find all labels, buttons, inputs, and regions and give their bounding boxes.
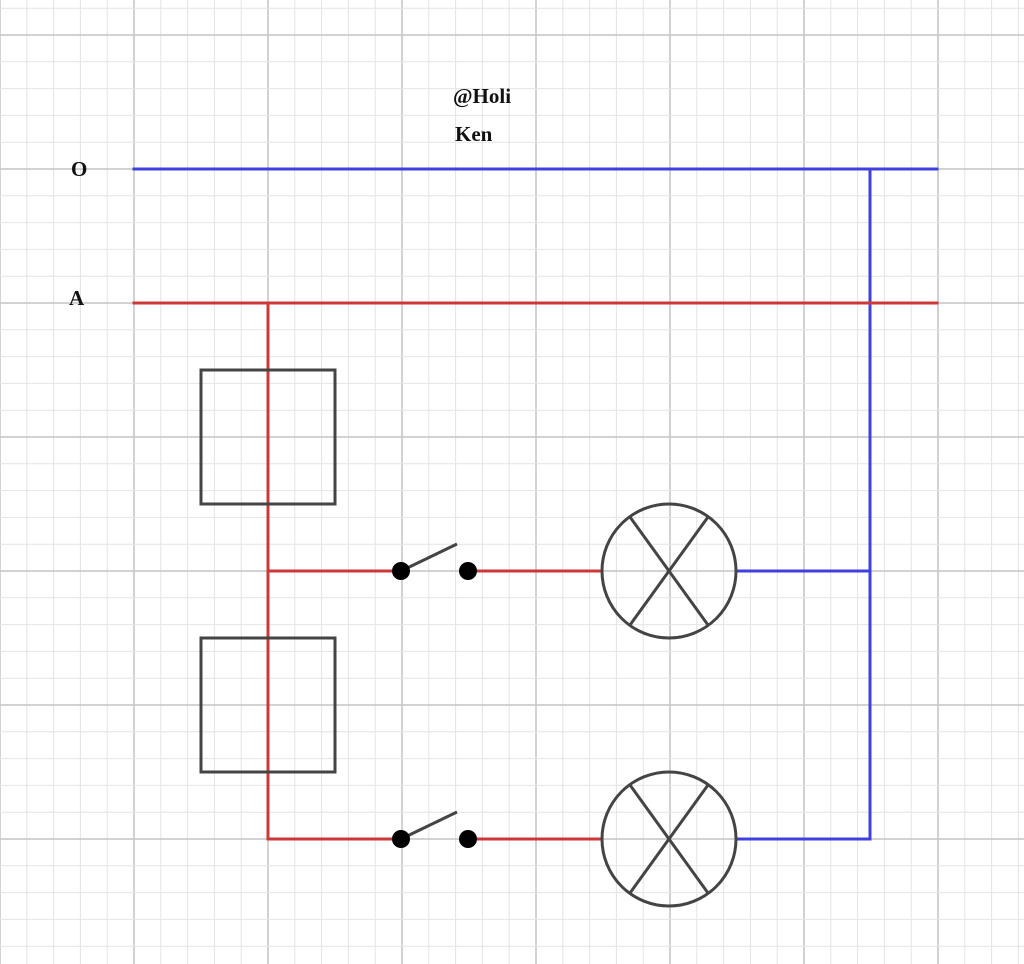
rail-o-label: O <box>71 157 88 181</box>
box-1 <box>199 368 337 506</box>
switch-2-blade <box>400 810 458 841</box>
watermark-line-1: @Holi <box>453 84 512 108</box>
lamp-1-circle <box>600 502 738 640</box>
boxes <box>199 368 337 774</box>
box-2 <box>199 636 337 774</box>
lamp-1 <box>600 502 738 640</box>
switch-1-contact-right <box>459 562 477 580</box>
switch-2 <box>392 810 477 848</box>
switch-2-contact-left <box>392 830 410 848</box>
lamp-2 <box>600 770 738 908</box>
watermark-line-2: Ken <box>455 122 493 146</box>
switch-1-contact-left <box>392 562 410 580</box>
switch-2-contact-right <box>459 830 477 848</box>
lamp-2-cross-b <box>628 784 710 894</box>
rail-a-label: A <box>69 286 85 310</box>
lamp-1-cross-b <box>628 516 710 626</box>
switch-1-blade <box>400 542 458 573</box>
lamp-2-circle <box>600 770 738 908</box>
wires <box>132 167 939 841</box>
switch-1 <box>392 542 477 580</box>
